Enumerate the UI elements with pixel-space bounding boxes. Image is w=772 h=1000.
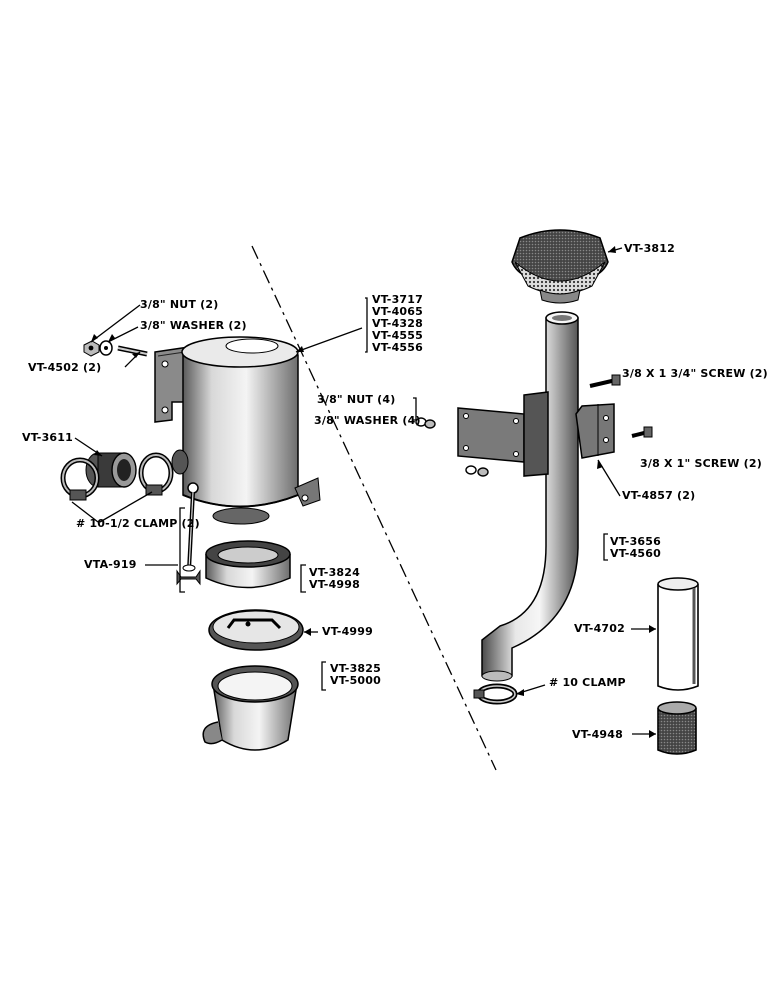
label-clamp-10: # 10 CLAMP	[549, 676, 626, 689]
vt-4999-plate	[208, 609, 304, 651]
vt-4948-sleeve	[657, 701, 697, 755]
vt-3825-bowl	[202, 665, 299, 751]
label-vt-4702: VT-4702	[574, 622, 625, 635]
vt-4857-bracket-left	[457, 391, 549, 477]
label-cup-parts: VT-3824 VT-4998	[309, 567, 360, 591]
label-vt-4065: VT-4065	[372, 305, 423, 318]
hose-clamp-left	[60, 457, 100, 501]
vt-3611-tube	[85, 452, 137, 488]
label-bowl-parts: VT-3825 VT-5000	[330, 663, 381, 687]
leader-arrowheads	[91, 246, 656, 738]
label-vt-3812: VT-3812	[624, 242, 675, 255]
label-vt-4948: VT-4948	[572, 728, 623, 741]
label-vt-4998: VT-4998	[309, 578, 360, 591]
label-vta-919: VTA-919	[84, 558, 137, 571]
label-washer-4: 3/8" WASHER (4)	[314, 414, 421, 427]
clamp-10	[473, 683, 518, 705]
label-vt-5000: VT-5000	[330, 674, 381, 687]
label-nut-4: 3/8" NUT (4)	[317, 393, 396, 406]
label-vt-3717: VT-3717	[372, 293, 423, 306]
vt-4702-tube	[657, 577, 699, 691]
label-screw-1-3-4: 3/8 X 1 3/4" SCREW (2)	[622, 367, 768, 380]
label-screw-1: 3/8 X 1" SCREW (2)	[640, 457, 762, 470]
air-cleaner-body	[171, 336, 321, 525]
label-vt-3824: VT-3824	[309, 566, 360, 579]
hose-clamp-right	[138, 452, 174, 496]
label-vt-3825: VT-3825	[330, 662, 381, 675]
screw-1	[631, 426, 653, 438]
label-vt-4328: VT-4328	[372, 317, 423, 330]
label-cleaner-parts: VT-3717 VT-4065 VT-4328 VT-4555 VT-4556	[372, 294, 423, 354]
vt-4857-bracket-right	[575, 403, 615, 459]
label-washer-2: 3/8" WASHER (2)	[140, 319, 247, 332]
label-vt-3656: VT-3656	[610, 535, 661, 548]
vt-3824-ring	[205, 540, 291, 589]
nuts-washers-4	[415, 417, 489, 477]
label-clamp-10-half: # 10-1/2 CLAMP (2)	[76, 517, 200, 530]
label-vt-4857: VT-4857 (2)	[622, 489, 696, 502]
label-vt-4556: VT-4556	[372, 341, 423, 354]
label-pipe-parts: VT-3656 VT-4560	[610, 536, 661, 560]
screw-1-3-4	[589, 374, 621, 388]
label-vt-3611: VT-3611	[22, 431, 73, 444]
label-vt-4555: VT-4555	[372, 329, 423, 342]
centerline	[251, 245, 497, 771]
vta-919-rod	[176, 482, 201, 586]
label-vt-4560: VT-4560	[610, 547, 661, 560]
vt-3812-cap	[511, 229, 609, 304]
label-vt-4999: VT-4999	[322, 625, 373, 638]
label-vt-4502: VT-4502 (2)	[28, 361, 102, 374]
label-nut-2: 3/8" NUT (2)	[140, 298, 219, 311]
nut-washer-bolt	[83, 340, 148, 357]
vt-3656-pipe	[481, 311, 579, 682]
